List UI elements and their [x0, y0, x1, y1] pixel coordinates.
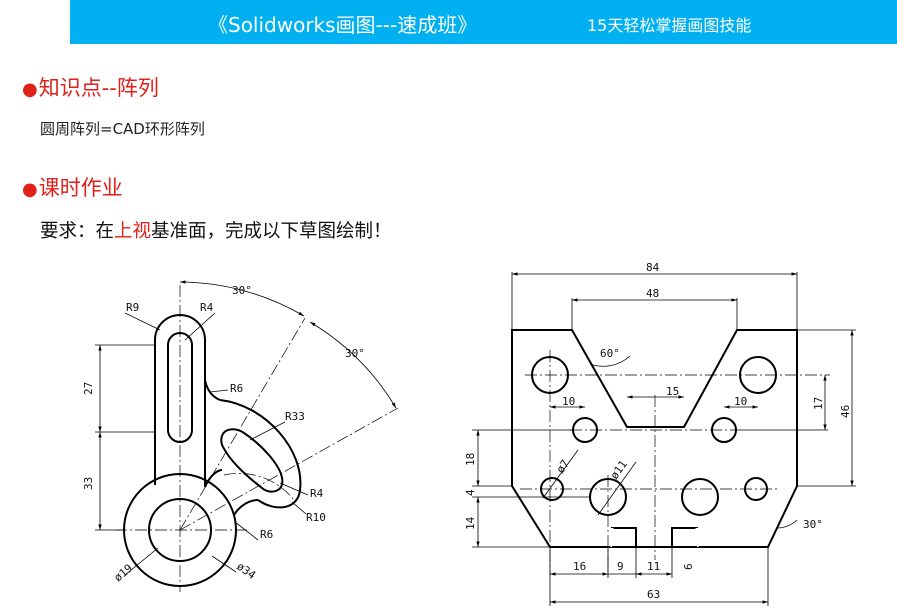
dim-33: 33: [82, 477, 95, 490]
requirement-suffix: 基准面，完成以下草图绘制！: [151, 221, 392, 242]
leader: [124, 312, 161, 331]
knowledge-text: 圆周阵列=CAD环形阵列: [40, 120, 205, 138]
angle-30-top: 30°: [232, 284, 252, 297]
dim-16: 16: [573, 560, 586, 573]
dia-11: ø11: [608, 458, 630, 482]
leader: [597, 461, 637, 516]
angled-centerline: [179, 407, 399, 531]
dim-14: 14: [464, 516, 477, 530]
right-part-drawing: 84 48 60° 15 10 10 17 46 18 4 14 ø7: [464, 261, 856, 606]
leader: [184, 312, 216, 341]
curved-slot: [220, 428, 284, 493]
label-r9: R9: [126, 301, 139, 314]
dia-7: ø7: [554, 457, 572, 475]
dim-46: 46: [839, 405, 852, 418]
dim-10-right: 10: [734, 395, 747, 408]
label-r10: R10: [306, 511, 326, 524]
leader: [542, 449, 579, 499]
page-title: 《Solidworks画图---速成班》: [208, 13, 478, 37]
inner-hub-circle: [148, 498, 212, 562]
dim-63: 63: [647, 588, 660, 601]
dim-15: 15: [666, 385, 679, 398]
dim-18: 18: [464, 453, 477, 466]
angle-30-side: 30°: [345, 347, 365, 360]
page-subtitle: 15天轻松掌握画图技能: [587, 16, 752, 35]
angle-arc-60: [589, 355, 631, 367]
label-r4-bottom: R4: [310, 487, 324, 500]
label-dia-19: ø19: [112, 562, 136, 585]
bullet-icon: ●: [22, 79, 38, 100]
left-part-drawing: 27 33 30° 30° R9 R4 R6 R33 R4 R10 R6 ø19…: [82, 280, 399, 592]
dim-11: 11: [647, 560, 660, 573]
label-r6-top: R6: [230, 382, 243, 395]
plate-outline: [511, 329, 798, 548]
dim-10-left: 10: [562, 395, 575, 408]
angle-arc-30: [777, 519, 798, 529]
leader: [279, 482, 309, 496]
arc-centerline: [223, 473, 295, 501]
angle-30: 30°: [803, 518, 823, 531]
dim-27: 27: [82, 382, 95, 395]
section-heading-knowledge: ●知识点--阵列: [22, 72, 159, 102]
bullet-icon: ●: [22, 179, 38, 200]
angled-centerline: [179, 317, 306, 531]
requirement-highlight: 上视: [114, 221, 152, 242]
angle-60: 60°: [600, 347, 620, 360]
section-heading-text: 知识点--阵列: [38, 76, 159, 100]
requirement-text: 要求：在上视基准面，完成以下草图绘制！: [40, 217, 392, 243]
leader: [209, 389, 229, 393]
leader: [291, 501, 307, 515]
requirement-prefix: 要求：在: [40, 221, 115, 242]
header-banner: 《Solidworks画图---速成班》 15天轻松掌握画图技能: [70, 0, 897, 44]
angle-arc-side: [309, 321, 397, 409]
label-r6-bottom: R6: [260, 528, 273, 541]
dim-9: 9: [617, 560, 624, 573]
vertical-slot: [167, 332, 193, 443]
section-heading-homework: ●课时作业: [22, 172, 123, 202]
section-heading-text: 课时作业: [38, 176, 123, 200]
curved-arm-outline: [219, 399, 302, 509]
label-r4-top: R4: [200, 301, 214, 314]
leader: [211, 555, 237, 573]
angle-arc-top: [179, 280, 305, 317]
leader: [234, 521, 259, 541]
dim-4: 4: [464, 489, 477, 496]
label-dia-34: ø34: [234, 560, 258, 582]
hole-large: [681, 478, 719, 516]
dim-48: 48: [646, 287, 659, 300]
arm-joint: [204, 469, 223, 488]
label-r33: R33: [285, 410, 305, 423]
fillet-r6-bottom: [233, 499, 259, 516]
fillet-r6: [204, 379, 221, 401]
dim-17: 17: [812, 397, 825, 410]
leader: [124, 547, 159, 576]
dim-6: 6: [682, 563, 695, 570]
leader: [249, 421, 286, 441]
dim-84: 84: [646, 261, 660, 274]
